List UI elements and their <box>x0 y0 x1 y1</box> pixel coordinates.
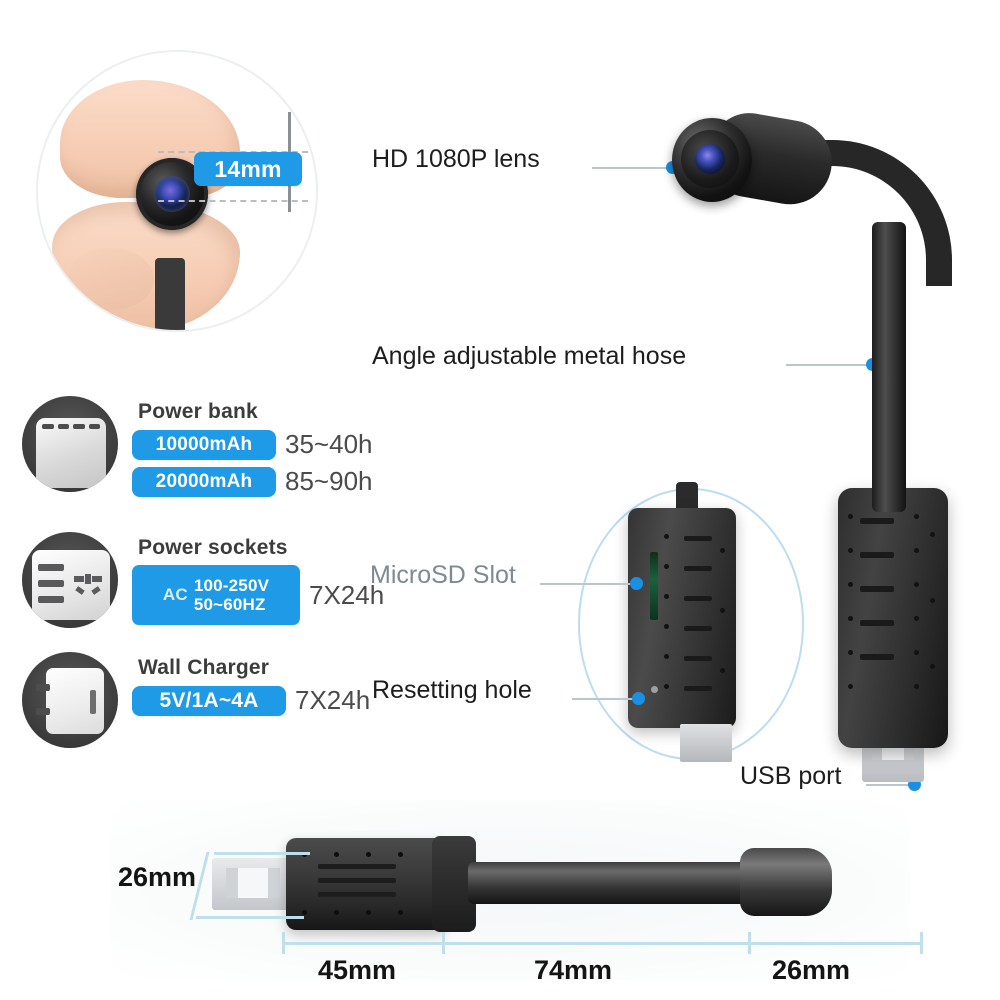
spec-row-power-sockets: Power sockets AC 100-250V 50~60HZ 7X24h <box>22 532 384 631</box>
dim-guide-bottom <box>196 916 304 919</box>
capacity-pill-20000mah: 20000mAh <box>132 466 276 497</box>
detail-hose-stub <box>676 482 698 514</box>
bottom-hose <box>468 862 758 904</box>
callout-label-usb: USB port <box>740 762 842 790</box>
leader-line-usb <box>866 784 914 786</box>
spec-title-power-bank: Power bank <box>138 400 258 423</box>
dimension-height-label: 26mm <box>118 862 197 892</box>
duration-wall-charger: 7X24h <box>295 685 371 715</box>
ac-voltage-pill: AC 100-250V 50~60HZ <box>132 565 300 625</box>
spec-line-20000mah: 20000mAh 85~90h <box>132 466 372 497</box>
spec-row-power-bank: Power bank 10000mAh 35~40h 20000mAh 85~9… <box>22 396 372 503</box>
dim-tick-74 <box>748 932 751 954</box>
magnifier-circle <box>36 50 318 332</box>
leader-dot-microsd <box>630 577 643 590</box>
callout-label-reset: Resetting hole <box>372 676 532 704</box>
bottom-camera-tip <box>740 848 832 916</box>
camera-lens-icon <box>672 118 752 202</box>
callout-label-lens: HD 1080P lens <box>372 145 540 173</box>
dim-guide-top <box>214 852 310 855</box>
bottom-device-body <box>286 838 446 930</box>
usb-plug-detail <box>680 724 732 762</box>
dimension-hose-length-label: 74mm <box>534 955 613 985</box>
resetting-hole <box>651 686 658 693</box>
spec-row-wall-charger: Wall Charger 5V/1A~4A 7X24h <box>22 652 370 748</box>
dimension-body-length-label: 45mm <box>318 955 397 985</box>
leader-line-hose <box>786 364 870 366</box>
wall-charger-icon <box>22 652 118 748</box>
dim-rail <box>282 942 922 945</box>
wall-charger-pill: 5V/1A~4A <box>132 685 286 716</box>
duration-10000mah: 35~40h <box>285 429 373 459</box>
device-body-detail <box>628 508 736 728</box>
dimension-badge-14mm: 14mm <box>194 152 302 186</box>
spec-title-wall-charger: Wall Charger <box>138 656 270 679</box>
cable-stub <box>155 258 185 330</box>
duration-power-sockets: 7X24h <box>309 579 385 610</box>
callout-label-microsd: MicroSD Slot <box>370 561 516 589</box>
bottom-usb-plug <box>212 858 294 910</box>
measure-guide-bottom <box>158 200 308 202</box>
metal-hose-shaft <box>872 222 906 512</box>
callout-label-hose: Angle adjustable metal hose <box>372 342 687 370</box>
dimension-tip-length-label: 26mm <box>772 955 851 985</box>
camera-lens-closeup-icon <box>136 158 208 230</box>
dim-tick-45 <box>442 932 445 954</box>
spec-line-ac: AC 100-250V 50~60HZ 7X24h <box>132 565 384 625</box>
power-bank-icon <box>22 396 118 492</box>
duration-20000mah: 85~90h <box>285 466 373 496</box>
ac-voltage-range: 100-250V <box>193 575 270 595</box>
ac-frequency: 50~60HZ <box>193 595 266 614</box>
ac-prefix: AC <box>162 585 188 604</box>
thumbnail-shape <box>68 248 154 310</box>
leader-line-lens <box>592 167 672 169</box>
microsd-slot <box>650 552 658 620</box>
leader-dot-reset <box>632 692 645 705</box>
power-socket-icon <box>22 532 118 628</box>
capacity-pill-10000mah: 10000mAh <box>132 429 276 460</box>
leader-line-reset <box>572 698 638 700</box>
dim-tick-0 <box>282 932 285 954</box>
leader-line-microsd <box>540 583 636 585</box>
spec-title-power-sockets: Power sockets <box>138 536 288 559</box>
dim-tick-end <box>920 932 923 954</box>
device-body-right <box>838 488 948 748</box>
spec-line-5v: 5V/1A~4A 7X24h <box>132 685 370 716</box>
spec-line-10000mah: 10000mAh 35~40h <box>132 429 372 460</box>
